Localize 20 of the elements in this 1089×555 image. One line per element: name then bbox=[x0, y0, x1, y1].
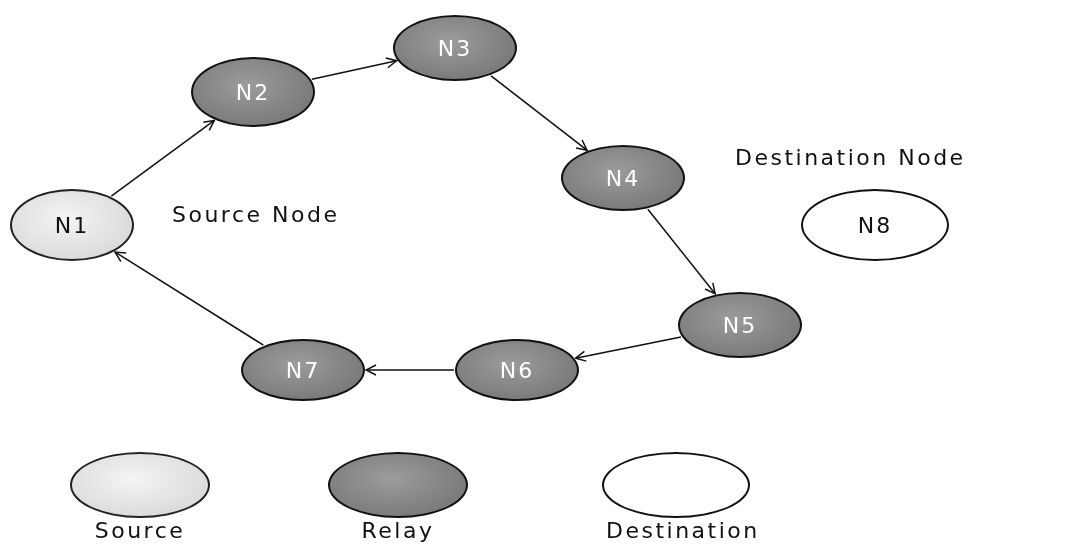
arrow bbox=[574, 336, 682, 362]
arrow bbox=[311, 57, 398, 80]
node-label: N4 bbox=[605, 165, 641, 191]
node-label: N6 bbox=[499, 357, 535, 383]
node-label: N1 bbox=[54, 212, 90, 238]
arrow bbox=[490, 75, 588, 151]
node-label: N8 bbox=[857, 212, 893, 238]
legend-label: Source bbox=[93, 518, 187, 543]
node-role-label: Source Node bbox=[172, 202, 340, 227]
node-label: N2 bbox=[235, 79, 271, 105]
node-role-label: Destination Node bbox=[735, 145, 966, 170]
arrow bbox=[110, 119, 216, 197]
arrow bbox=[365, 364, 455, 376]
node-label: N7 bbox=[285, 357, 321, 383]
node-label: N5 bbox=[722, 312, 758, 338]
arrow bbox=[647, 208, 716, 295]
legend-label: Relay bbox=[360, 518, 436, 543]
legend-label: Destination bbox=[606, 518, 754, 543]
arrow bbox=[114, 251, 265, 346]
node-label: N3 bbox=[437, 35, 473, 61]
